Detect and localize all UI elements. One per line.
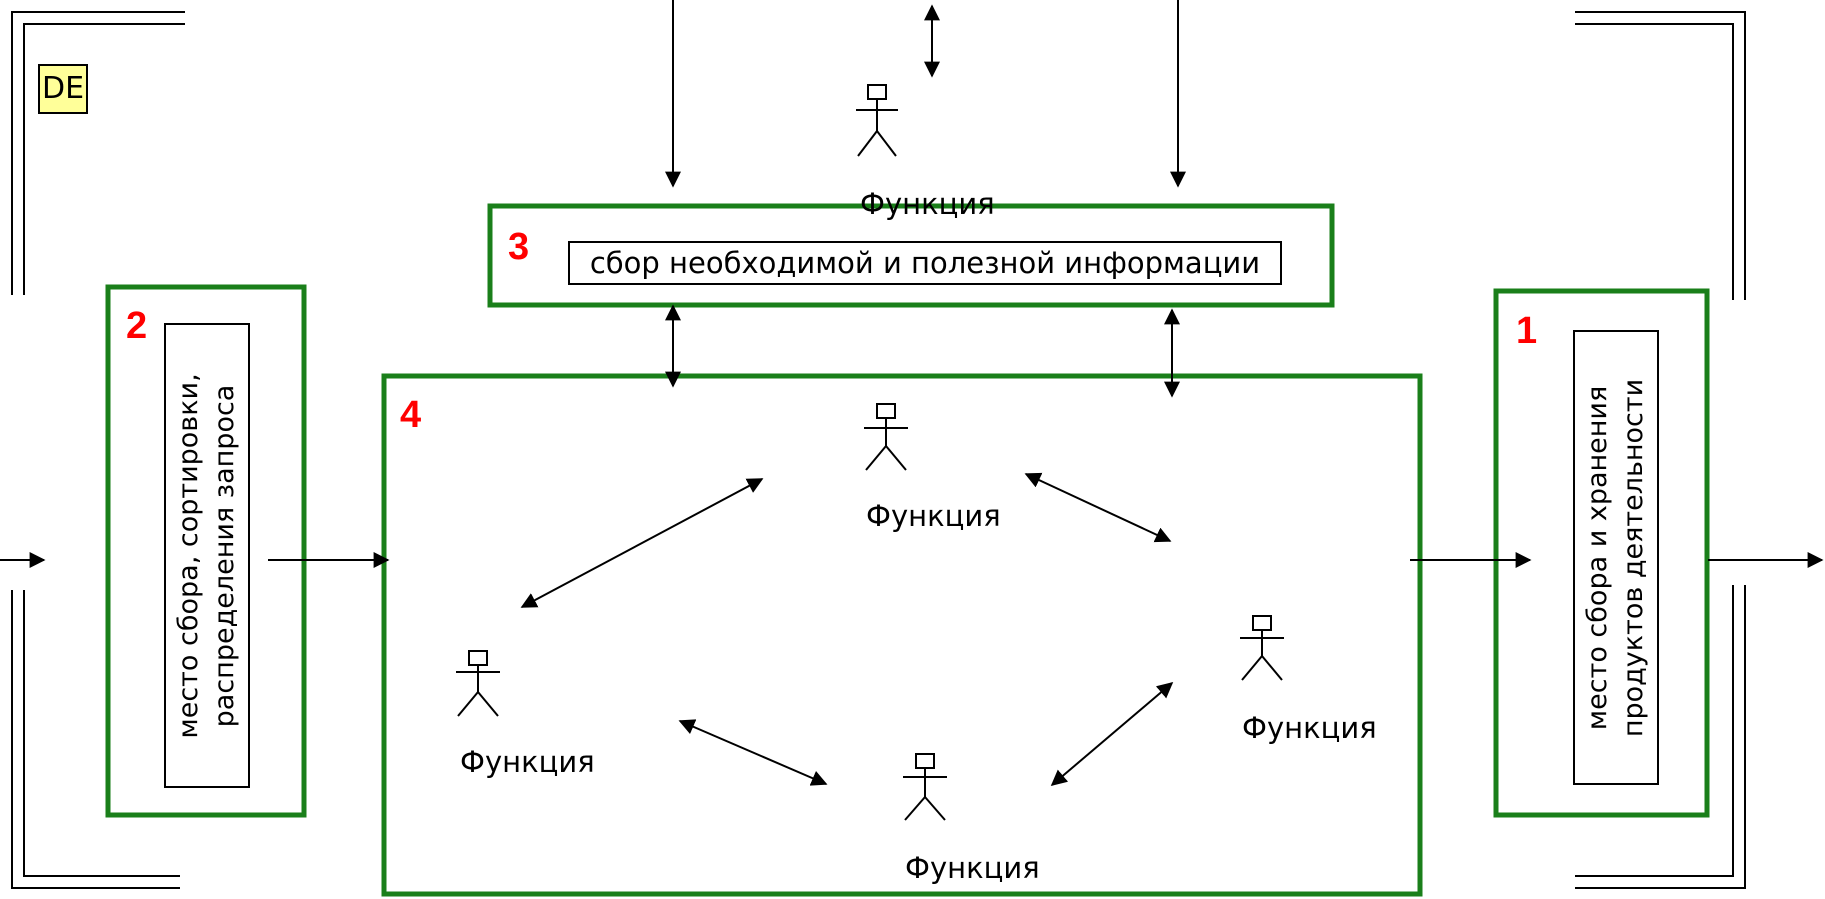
information-gathering-box: сбор необходимой и полезной информации <box>568 241 1282 285</box>
region-number: 2 <box>126 305 148 347</box>
actor-icon <box>1240 615 1284 681</box>
region-3-box <box>487 203 1335 308</box>
actor-label: Функция <box>1242 711 1377 745</box>
actor-label: Функция <box>860 187 995 221</box>
region-boxes <box>105 203 1710 897</box>
actor-icon <box>903 753 947 821</box>
region-1-box <box>1493 288 1710 818</box>
actor-label: Функция <box>866 499 1001 533</box>
actor-label: Функция <box>460 745 595 779</box>
actor-icon <box>456 650 500 717</box>
actor-icon <box>864 403 908 471</box>
request-sorting-text: место сбора, сортировки, распределения з… <box>171 373 243 738</box>
product-storage-line: место сбора и хранения <box>1582 385 1613 730</box>
connectors <box>0 0 1824 787</box>
link-top-right <box>1024 472 1172 543</box>
region-2-box <box>105 284 307 818</box>
product-storage-line: продуктов деятельности <box>1618 378 1649 737</box>
outer-frame <box>11 11 1746 889</box>
product-storage-box: место сбора и хранения продуктов деятель… <box>1573 330 1659 785</box>
actor-icon <box>856 84 898 157</box>
actor-label: Функция <box>905 851 1040 885</box>
diagram-badge: DE <box>38 64 88 114</box>
region-number: 3 <box>508 226 530 268</box>
region-number: 1 <box>1516 310 1538 352</box>
request-sorting-line: распределения запроса <box>209 384 240 727</box>
region-number: 4 <box>400 394 422 436</box>
link-bottom-left <box>678 719 828 786</box>
product-storage-text: место сбора и хранения продуктов деятель… <box>1580 378 1652 736</box>
link-top-left <box>520 478 764 608</box>
link-bottom-right <box>1050 681 1174 787</box>
request-sorting-line: место сбора, сортировки, <box>173 372 204 739</box>
region-4-box <box>381 373 1423 897</box>
request-sorting-box: место сбора, сортировки, распределения з… <box>164 323 250 788</box>
